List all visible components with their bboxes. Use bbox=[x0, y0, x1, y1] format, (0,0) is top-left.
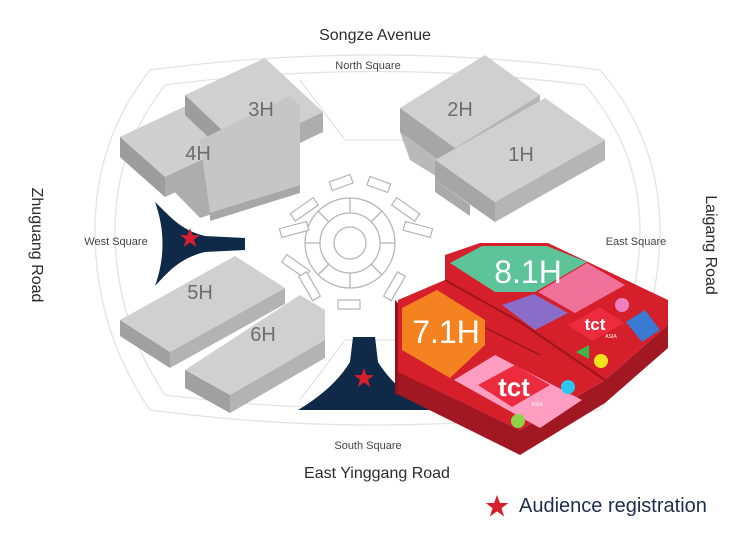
tct-logo-word: tct bbox=[585, 315, 606, 334]
star-icon bbox=[180, 228, 200, 247]
entrance-marker bbox=[576, 345, 589, 359]
hall-label-6h: 6H bbox=[250, 324, 276, 346]
booth-marker bbox=[511, 414, 525, 428]
tct-logo: tct ASIA bbox=[478, 365, 550, 408]
road-label-north: Songze Avenue bbox=[319, 27, 431, 44]
hall-label-4h: 4H bbox=[185, 143, 211, 165]
hall-label-8-1h: 8.1H bbox=[494, 254, 562, 290]
star-icon bbox=[485, 495, 509, 517]
legend: Audience registration bbox=[485, 495, 707, 517]
star-icon bbox=[354, 368, 374, 387]
hall-6h bbox=[185, 295, 325, 413]
hall-label-1h: 1H bbox=[508, 144, 534, 166]
tct-logo: tct ASIA bbox=[568, 307, 624, 341]
hall-label-2h: 2H bbox=[447, 99, 473, 121]
road-label-east: Laigang Road bbox=[702, 195, 719, 295]
tct-logo-sub: ASIA bbox=[531, 402, 543, 408]
booth-marker bbox=[615, 298, 629, 312]
west-square bbox=[155, 202, 245, 286]
central-plaza bbox=[304, 197, 396, 289]
hall-label-5h: 5H bbox=[187, 282, 213, 304]
booth-marker bbox=[594, 354, 608, 368]
tct-logo-word: tct bbox=[498, 372, 530, 402]
hall-1h bbox=[435, 98, 605, 222]
hall-8-1h bbox=[450, 246, 660, 368]
square-label-south: South Square bbox=[334, 440, 401, 452]
square-label-west: West Square bbox=[84, 236, 147, 248]
hall-label-7-1h: 7.1H bbox=[412, 314, 480, 350]
plaza-walkways bbox=[278, 173, 434, 310]
square-label-east: East Square bbox=[606, 236, 667, 248]
legend-label: Audience registration bbox=[519, 495, 707, 517]
road-label-south: East Yinggang Road bbox=[304, 465, 450, 482]
booth-marker bbox=[561, 380, 575, 394]
hall-5h bbox=[120, 256, 285, 368]
hall-3h bbox=[185, 58, 323, 221]
road-label-west: Zhuguang Road bbox=[28, 188, 45, 303]
tct-logo-sub: ASIA bbox=[605, 334, 617, 340]
hall-label-3h: 3H bbox=[248, 99, 274, 121]
square-label-north: North Square bbox=[335, 60, 400, 72]
